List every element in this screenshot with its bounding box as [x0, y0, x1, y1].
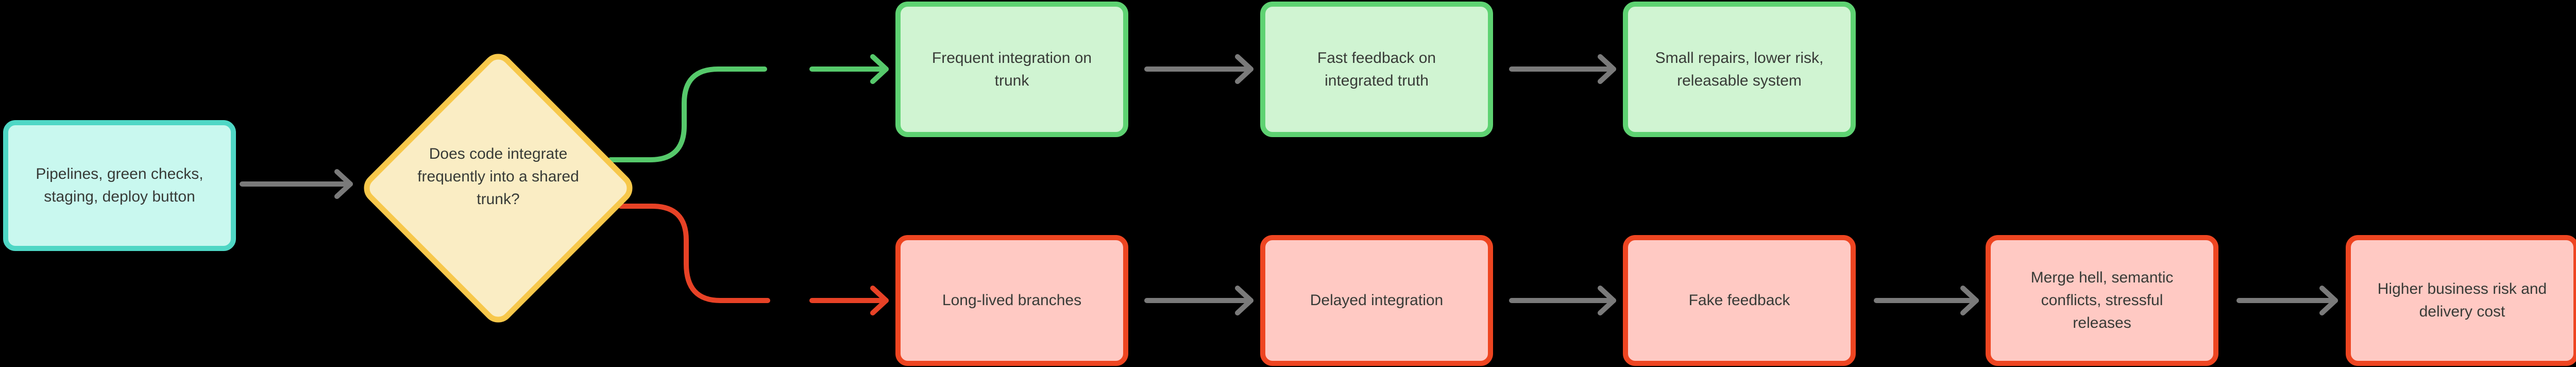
node-label-line: trunk [994, 72, 1029, 89]
node-label-line: integrate [507, 145, 568, 162]
node-label-line: Frequent integration on [931, 49, 1092, 66]
node-higher-business-risk: Higher business risk and delivery cost [2346, 235, 2576, 366]
node-label-line: delivery cost [2419, 303, 2505, 320]
node-long-lived-branches: Long-lived branches [895, 235, 1128, 366]
node-label-line: Fake feedback [1688, 292, 1790, 309]
node-label-line: conflicts, stressful [2041, 292, 2163, 309]
node-label-line: Delayed integration [1310, 292, 1444, 309]
node-label-line: Fast feedback on [1317, 49, 1436, 66]
node-small-repairs: Small repairs, lower risk, releasable sy… [1623, 2, 1856, 137]
node-label-line: staging, deploy button [44, 188, 195, 205]
node-label-line: integrated truth [1325, 72, 1429, 89]
node-merge-hell: Merge hell, semantic conflicts, stressfu… [1986, 235, 2218, 366]
node-label-line: Long-lived branches [942, 292, 1082, 309]
node-frequent-integration: Frequent integration on trunk [895, 2, 1128, 137]
node-delayed-integration: Delayed integration [1260, 235, 1493, 366]
node-label-line: a shared trunk? [477, 168, 579, 208]
node-label-line: Merge hell, semantic [2030, 269, 2174, 286]
node-fast-feedback: Fast feedback on integrated truth [1260, 2, 1493, 137]
node-fake-feedback: Fake feedback [1623, 235, 1856, 366]
node-label-line: releases [2073, 314, 2131, 331]
node-decision-label: Does code integrate frequently into a sh… [411, 143, 586, 211]
node-label-line: Does code [429, 145, 503, 162]
edge-decision-yes-curve [608, 66, 767, 162]
node-label-line: Pipelines, green checks, [36, 165, 204, 182]
edge-decision-no-curve [618, 204, 770, 303]
node-start-pipelines: Pipelines, green checks, staging, deploy… [3, 120, 236, 251]
node-label-line: releasable system [1677, 72, 1802, 89]
node-label-line: Small repairs, lower risk, [1655, 49, 1824, 66]
node-label-line: frequently into [417, 168, 515, 185]
node-label-line: Higher business risk and [2377, 280, 2547, 297]
